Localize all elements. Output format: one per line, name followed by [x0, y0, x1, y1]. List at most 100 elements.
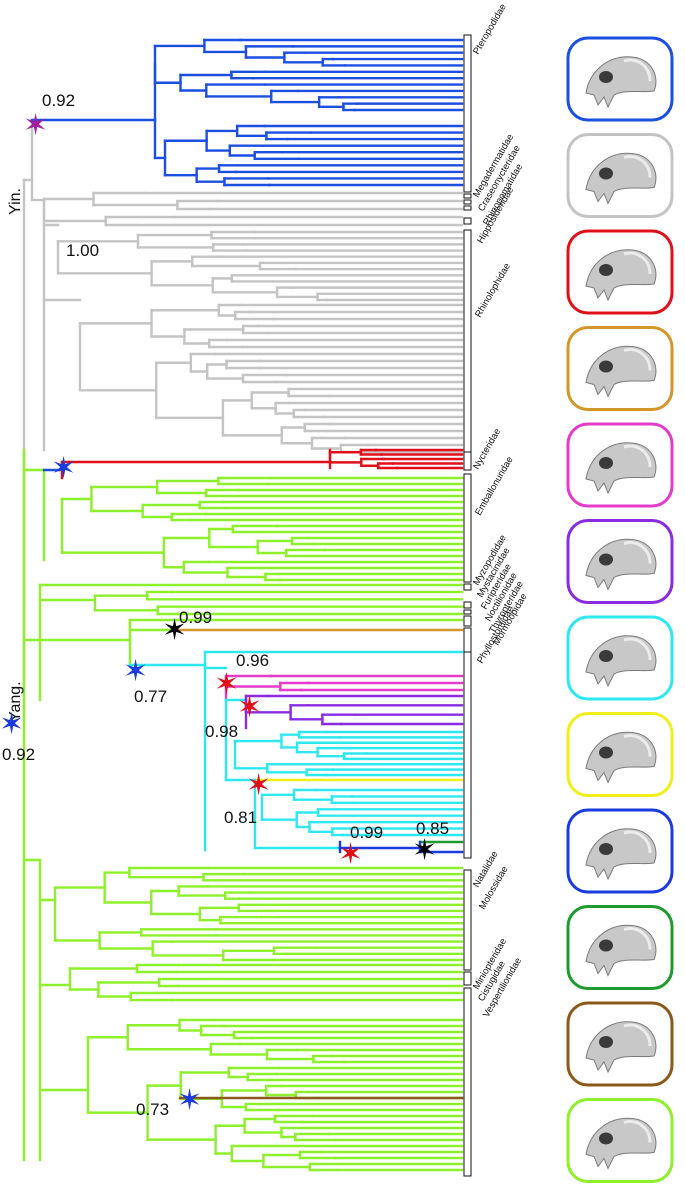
skull-orbit — [599, 457, 613, 469]
family-bracket — [463, 609, 472, 615]
family-bracket — [463, 869, 472, 971]
support-value: 0.77 — [134, 687, 167, 706]
support-value: 0.81 — [224, 808, 257, 827]
family-brackets — [463, 34, 472, 1177]
skull-icon — [585, 345, 657, 398]
skull-orbit — [599, 939, 613, 952]
family-label-nycteridae: Nycteridae — [471, 427, 503, 472]
skull-icon — [585, 538, 657, 591]
skull-panel — [566, 712, 674, 797]
family-bracket — [463, 199, 472, 205]
skull-panel — [566, 229, 674, 315]
family-bracket — [463, 451, 472, 471]
support-value: 0.99 — [350, 823, 383, 842]
skull-panel — [566, 808, 674, 894]
shift-star-icon: ✶ — [51, 451, 76, 486]
skull-panel — [566, 326, 674, 411]
skull-highlight — [623, 637, 652, 661]
skull-icon — [585, 828, 657, 881]
skull-panel — [566, 422, 674, 508]
support-value: 1.00 — [66, 241, 99, 260]
skull-panel — [566, 1098, 674, 1183]
skull-panel — [566, 519, 674, 604]
skull-icon — [585, 924, 657, 977]
skull-panel — [566, 905, 674, 990]
skull-panel — [566, 1001, 674, 1087]
skull-orbit — [599, 746, 613, 759]
support-value: 0.99 — [179, 608, 212, 627]
skull-icon — [585, 1117, 657, 1170]
skull-highlight — [623, 830, 652, 854]
shift-star-icon: ✶ — [412, 833, 437, 868]
support-value: 0.92 — [2, 745, 35, 764]
lineage-label-yin: Yin. — [7, 188, 24, 215]
family-bracket — [463, 615, 472, 627]
skull-orbit — [599, 1132, 613, 1145]
skull-highlight — [623, 541, 652, 564]
skull-panel — [566, 36, 674, 122]
skull-highlight — [623, 444, 652, 468]
skull-panel — [566, 615, 674, 701]
family-bracket — [463, 601, 472, 609]
family-labels: Pteropodidae Megadermatidae Craseonycter… — [471, 2, 530, 1019]
skull-icon — [585, 442, 657, 495]
shift-star-icon: ✶ — [246, 768, 271, 803]
skull-highlight — [623, 1120, 652, 1143]
skull-orbit — [599, 1036, 613, 1048]
skull-highlight — [623, 1023, 652, 1047]
support-value: 0.85 — [416, 819, 449, 838]
shift-star-icon: ✶ — [23, 108, 48, 143]
skull-highlight — [623, 58, 652, 82]
skull-icon — [585, 56, 657, 109]
family-bracket — [463, 217, 472, 225]
family-bracket — [463, 229, 472, 453]
family-bracket — [463, 987, 472, 1177]
skull-icon — [585, 731, 657, 784]
shift-markers: ✶✶✶✶✶✶✶✶✶✶✶ — [0, 108, 437, 1118]
support-value: 0.73 — [136, 1100, 169, 1119]
skull-highlight — [623, 348, 652, 371]
family-bracket — [463, 971, 472, 986]
family-label-rhinolophidae: Rhinolophidae — [473, 261, 513, 319]
family-bracket — [463, 651, 472, 859]
skull-highlight — [623, 251, 652, 275]
skull-icon — [585, 152, 657, 205]
skull-orbit — [599, 360, 613, 373]
shift-star-icon: ✶ — [123, 654, 148, 689]
skull-orbit — [599, 264, 613, 276]
lineage-labels: Yin. Yang. — [7, 188, 24, 722]
family-bracket — [463, 193, 472, 199]
skull-orbit — [599, 650, 613, 662]
skull-highlight — [623, 734, 652, 757]
skull-panel — [566, 133, 674, 218]
skull-orbit — [599, 843, 613, 855]
skull-icon — [585, 635, 657, 688]
skull-icon — [585, 1021, 657, 1074]
shift-star-icon: ✶ — [0, 707, 24, 742]
support-value: 0.96 — [236, 651, 269, 670]
family-bracket — [463, 205, 472, 211]
support-value: 0.98 — [205, 722, 238, 741]
skull-orbit — [599, 71, 613, 83]
shift-star-icon: ✶ — [237, 690, 262, 725]
family-bracket — [463, 34, 472, 193]
skull-icon — [585, 249, 657, 302]
family-bracket — [463, 473, 472, 583]
support-values: 0.92 1.00 0.92 0.99 0.77 0.96 0.98 0.81 … — [2, 91, 449, 1119]
family-bracket — [463, 583, 472, 591]
support-value: 0.92 — [42, 91, 75, 110]
shift-star-icon: ✶ — [162, 613, 187, 648]
skull-panels — [566, 36, 674, 1183]
skull-highlight — [623, 155, 652, 178]
skull-highlight — [623, 927, 652, 950]
skull-orbit — [599, 553, 613, 566]
shift-star-icon: ✶ — [177, 1083, 202, 1118]
family-bracket — [463, 627, 472, 653]
shift-star-icon: ✶ — [338, 837, 363, 872]
family-label-pteropodidae: Pteropodidae — [471, 2, 509, 56]
phylogenetic-tree — [22, 38, 464, 1172]
lineage-label-yang: Yang. — [7, 681, 24, 722]
skull-orbit — [599, 167, 613, 180]
shift-star-icon: ✶ — [214, 667, 239, 702]
